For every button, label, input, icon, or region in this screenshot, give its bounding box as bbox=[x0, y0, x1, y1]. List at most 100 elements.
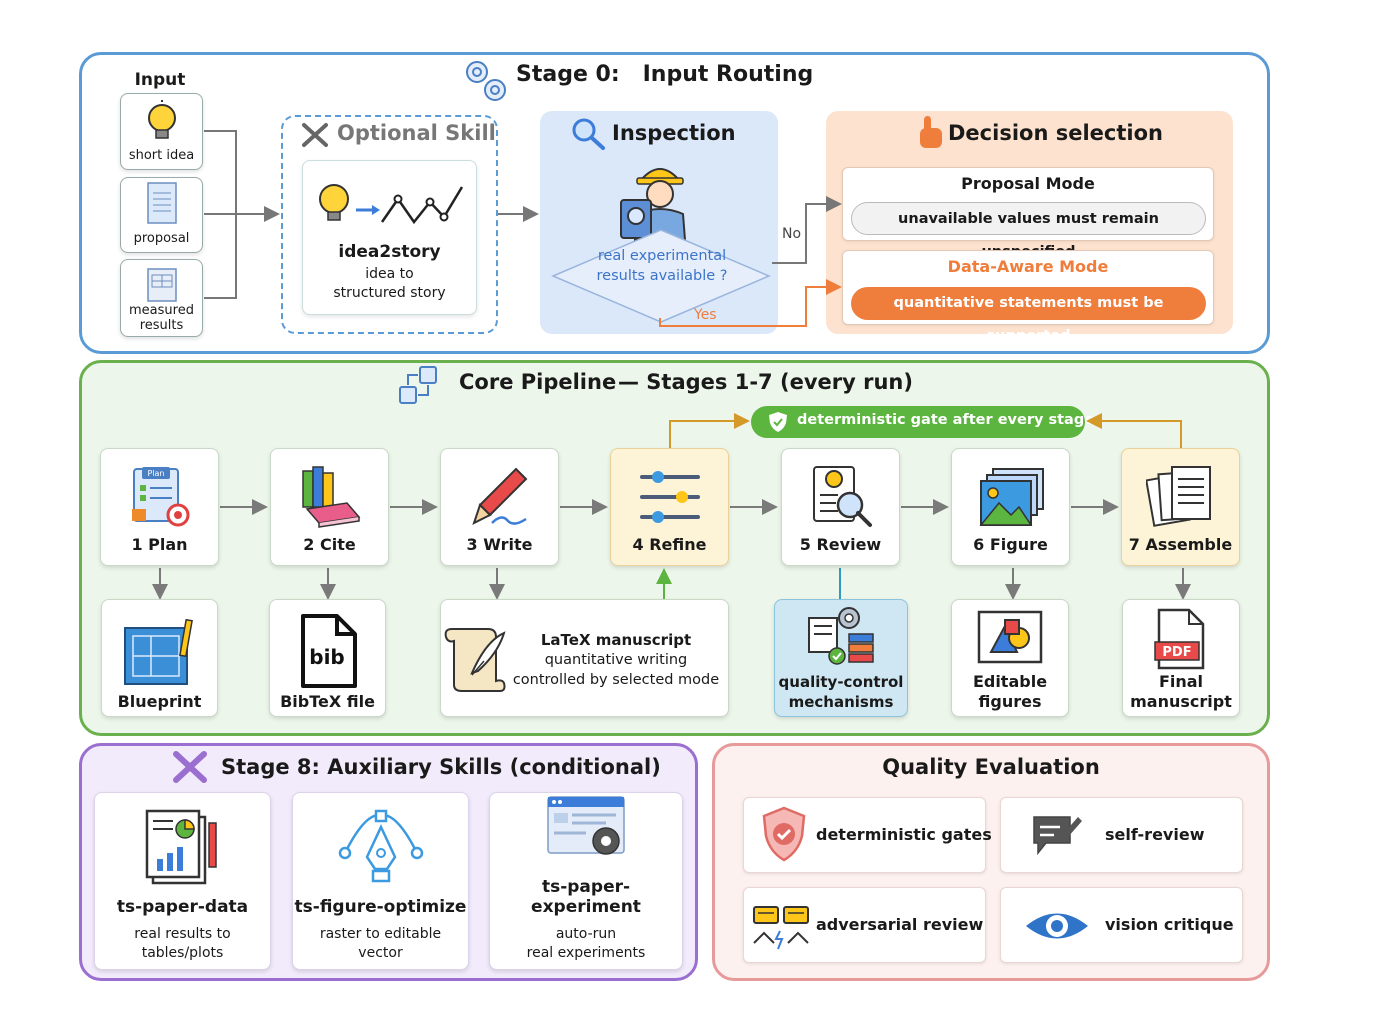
output-latex-line2: quantitative writing bbox=[544, 652, 688, 668]
output-qc-line2: mechanisms bbox=[788, 693, 894, 711]
stage0-title: Stage 0: Input Routing bbox=[516, 62, 814, 87]
idea2story-name: idea2story bbox=[338, 242, 441, 262]
shield-red-icon bbox=[762, 806, 806, 862]
skill-card-paper-data: ts-paper-data real results to tables/plo… bbox=[94, 792, 271, 970]
scroll-quill-icon bbox=[444, 628, 506, 692]
vector-shapes-icon bbox=[977, 610, 1043, 664]
skill-name-paper-experiment: ts-paper-experiment bbox=[531, 877, 641, 917]
gears-icon bbox=[466, 61, 506, 101]
data-sheet-icon bbox=[146, 268, 177, 302]
books-icon bbox=[301, 466, 360, 528]
stage-label-assemble: 7 Assemble bbox=[1128, 535, 1233, 554]
output-final-manuscript: PDF Final manuscript bbox=[1122, 599, 1240, 717]
lightbulb-icon bbox=[147, 100, 176, 139]
stage-card-assemble: 7 Assemble bbox=[1121, 448, 1240, 566]
stage-label-plan: 1 Plan bbox=[131, 535, 188, 554]
comment-edit-icon bbox=[1033, 816, 1082, 856]
quality-title: Quality Evaluation bbox=[882, 755, 1100, 779]
data-mode-label: Data-Aware Mode bbox=[947, 257, 1109, 276]
svg-text:PDF: PDF bbox=[1162, 645, 1191, 660]
optional-skill-title: Optional Skill bbox=[337, 121, 496, 145]
branch-no-label: No bbox=[782, 226, 802, 242]
stage-card-write: 3 Write bbox=[440, 448, 559, 566]
output-figs-line2: figures bbox=[978, 692, 1042, 711]
quality-item-gates-label: deterministic gates bbox=[816, 825, 992, 844]
gate-pill bbox=[751, 406, 1085, 438]
output-bibtex-label: BibTeX file bbox=[280, 692, 375, 711]
stage0-connectors bbox=[204, 130, 842, 327]
output-blueprint: Blueprint bbox=[101, 599, 218, 717]
document-icon bbox=[146, 182, 177, 224]
report-chart-icon bbox=[145, 809, 217, 885]
skill-card-paper-experiment: ts-paper-experiment auto-run real experi… bbox=[489, 792, 683, 970]
proposal-mode-label: Proposal Mode bbox=[961, 174, 1095, 193]
svg-text:Plan: Plan bbox=[147, 469, 164, 478]
decision-title: Decision selection bbox=[948, 121, 1163, 145]
qc-mechanism-icon bbox=[808, 607, 874, 665]
idea2story-desc-1: idea to bbox=[365, 266, 414, 282]
bib-file-icon: bib bbox=[300, 614, 357, 688]
stage-label-cite: 2 Cite bbox=[303, 535, 356, 554]
skill-name-figure-optimize: ts-figure-optimize bbox=[294, 897, 467, 917]
quality-item-adversarial-label: adversarial review bbox=[816, 915, 984, 934]
inspector-icon bbox=[620, 168, 687, 241]
skill-name-paper-data: ts-paper-data bbox=[116, 897, 249, 917]
output-quality-control: quality-control mechanisms bbox=[774, 599, 908, 717]
output-editable-figures: Editable figures bbox=[951, 599, 1069, 717]
data-rule-pill: quantitative statements must be supporte… bbox=[851, 287, 1206, 344]
eye-icon bbox=[1026, 913, 1088, 939]
stage-label-refine: 4 Refine bbox=[632, 535, 707, 554]
skill-desc2-paper-experiment: real experiments bbox=[526, 945, 646, 961]
input-short-idea-label: short idea bbox=[128, 148, 195, 163]
input-proposal-label: proposal bbox=[133, 231, 190, 246]
stage-card-plan: Plan 1 Plan bbox=[100, 448, 219, 566]
output-bibtex: bib BibTeX file bbox=[269, 599, 386, 717]
debate-icon bbox=[753, 906, 809, 950]
skill-desc1-figure-optimize: raster to editable bbox=[319, 926, 442, 942]
input-short-idea: short idea bbox=[120, 93, 203, 170]
skill-desc2-figure-optimize: vector bbox=[358, 945, 403, 961]
image-stack-icon bbox=[978, 468, 1044, 526]
inspection-question-1: real experimental bbox=[597, 248, 727, 264]
inspection-title: Inspection bbox=[612, 121, 736, 145]
input-proposal: proposal bbox=[120, 177, 203, 253]
skill-desc1-paper-data: real results to bbox=[134, 926, 231, 942]
output-final-line1: Final bbox=[1158, 672, 1204, 691]
pdf-icon: PDF bbox=[1154, 608, 1205, 670]
quality-item-adversarial bbox=[743, 887, 986, 963]
idea2story-desc-2: structured story bbox=[333, 285, 446, 301]
idea-to-story-icon bbox=[319, 184, 464, 225]
quality-item-self-review-label: self-review bbox=[1105, 825, 1205, 844]
pointer-hand-icon bbox=[920, 116, 942, 148]
documents-stack-icon bbox=[1145, 466, 1211, 527]
bezier-pen-icon bbox=[338, 809, 423, 883]
skill-card-figure-optimize: ts-figure-optimize raster to editable ve… bbox=[292, 792, 469, 970]
sliders-icon bbox=[639, 471, 700, 523]
stage-label-review: 5 Review bbox=[799, 535, 882, 554]
svg-text:bib: bib bbox=[309, 645, 345, 669]
stage8-title: Stage 8: Auxiliary Skills (conditional) bbox=[221, 755, 661, 779]
blueprint-icon bbox=[123, 618, 193, 685]
stage-card-review: 5 Review bbox=[781, 448, 900, 566]
input-title: Input bbox=[134, 70, 186, 90]
input-measured-results: measured results bbox=[120, 259, 203, 337]
pen-icon bbox=[471, 467, 527, 525]
tools-icon bbox=[302, 123, 328, 147]
review-magnifier-icon bbox=[812, 466, 872, 527]
tools-purple-icon bbox=[173, 751, 207, 783]
core-subtitle: — Stages 1-7 (every run) bbox=[618, 370, 913, 394]
core-title: Core Pipeline bbox=[459, 370, 617, 394]
output-qc-line1: quality-control bbox=[778, 673, 904, 691]
stage-card-figure: 6 Figure bbox=[951, 448, 1070, 566]
branch-yes-label: Yes bbox=[694, 307, 717, 323]
output-final-line2: manuscript bbox=[1130, 692, 1232, 711]
output-latex-line1: LaTeX manuscript bbox=[540, 631, 692, 649]
stage-label-write: 3 Write bbox=[466, 535, 533, 554]
shield-check-icon bbox=[769, 412, 787, 432]
output-latex-line3: controlled by selected mode bbox=[512, 672, 720, 688]
quality-item-vision-label: vision critique bbox=[1105, 915, 1234, 934]
pipeline-icon bbox=[399, 366, 437, 404]
stage-card-refine: 4 Refine bbox=[610, 448, 729, 566]
stage-label-figure: 6 Figure bbox=[973, 535, 1048, 554]
output-figs-line1: Editable bbox=[972, 672, 1048, 691]
